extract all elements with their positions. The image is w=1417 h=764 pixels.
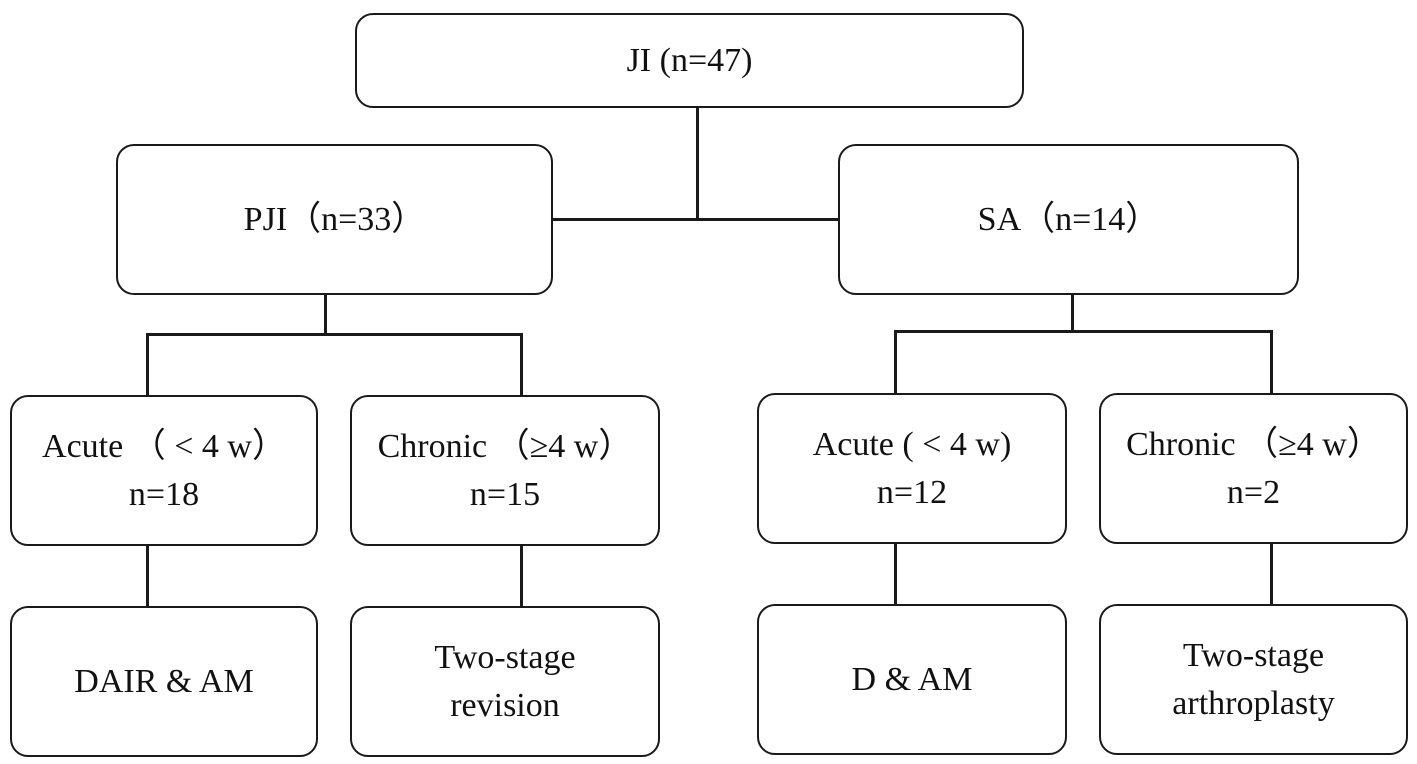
connector-pji-down bbox=[324, 295, 327, 335]
connector-pji-chronic-treatment bbox=[520, 545, 523, 607]
root-label: JI (n=47) bbox=[626, 41, 753, 79]
root-node: JI (n=47) bbox=[355, 13, 1024, 108]
sa-node: SA（n=14） bbox=[838, 144, 1299, 295]
sa-chronic-treatment-node: Two-stage arthroplasty bbox=[1099, 604, 1408, 755]
sa-chronic-treatment-line1: Two-stage bbox=[1182, 636, 1325, 674]
connector-sa-chronic-treatment bbox=[1270, 543, 1273, 605]
pji-label: PJI（n=33） bbox=[243, 200, 426, 238]
sa-acute-treatment-line1: D & AM bbox=[851, 660, 973, 698]
connector-pji-horizontal bbox=[146, 333, 523, 336]
sa-acute-label: Acute ( < 4 w) bbox=[812, 425, 1012, 463]
pji-chronic-treatment-node: Two-stage revision bbox=[350, 606, 660, 757]
pji-acute-node: Acute （ < 4 w） n=18 bbox=[10, 395, 318, 546]
sa-chronic-count: n=2 bbox=[1226, 473, 1281, 511]
connector-sa-down bbox=[1071, 295, 1074, 332]
pji-chronic-treatment-line1: Two-stage bbox=[434, 638, 576, 676]
pji-acute-count: n=18 bbox=[128, 475, 200, 513]
connector-root-down bbox=[696, 107, 699, 221]
connector-pji-acute-treatment bbox=[146, 545, 149, 607]
pji-chronic-treatment-line2: revision bbox=[450, 686, 560, 724]
sa-acute-treatment-node: D & AM bbox=[757, 604, 1067, 755]
pji-chronic-count: n=15 bbox=[469, 475, 541, 513]
sa-label: SA（n=14） bbox=[977, 200, 1160, 238]
sa-acute-count: n=12 bbox=[876, 473, 948, 511]
connector-pji-chronic bbox=[520, 333, 523, 395]
pji-acute-label: Acute （ < 4 w） bbox=[42, 427, 286, 465]
pji-chronic-label: Chronic （≥4 w） bbox=[377, 427, 633, 465]
connector-sa-chronic bbox=[1270, 330, 1273, 393]
connector-sa-acute bbox=[894, 330, 897, 393]
pji-acute-treatment-node: DAIR & AM bbox=[10, 606, 318, 757]
connector-pji-acute bbox=[146, 333, 149, 395]
sa-chronic-treatment-line2: arthroplasty bbox=[1172, 684, 1335, 722]
pji-chronic-node: Chronic （≥4 w） n=15 bbox=[350, 395, 660, 546]
pji-acute-treatment-line1: DAIR & AM bbox=[74, 662, 254, 700]
connector-sa-acute-treatment bbox=[894, 543, 897, 605]
connector-root-horizontal bbox=[553, 218, 839, 221]
sa-acute-node: Acute ( < 4 w) n=12 bbox=[757, 393, 1067, 544]
pji-node: PJI（n=33） bbox=[116, 144, 553, 295]
connector-sa-horizontal bbox=[894, 330, 1272, 333]
sa-chronic-node: Chronic （≥4 w） n=2 bbox=[1099, 393, 1408, 544]
sa-chronic-label: Chronic （≥4 w） bbox=[1126, 425, 1381, 463]
